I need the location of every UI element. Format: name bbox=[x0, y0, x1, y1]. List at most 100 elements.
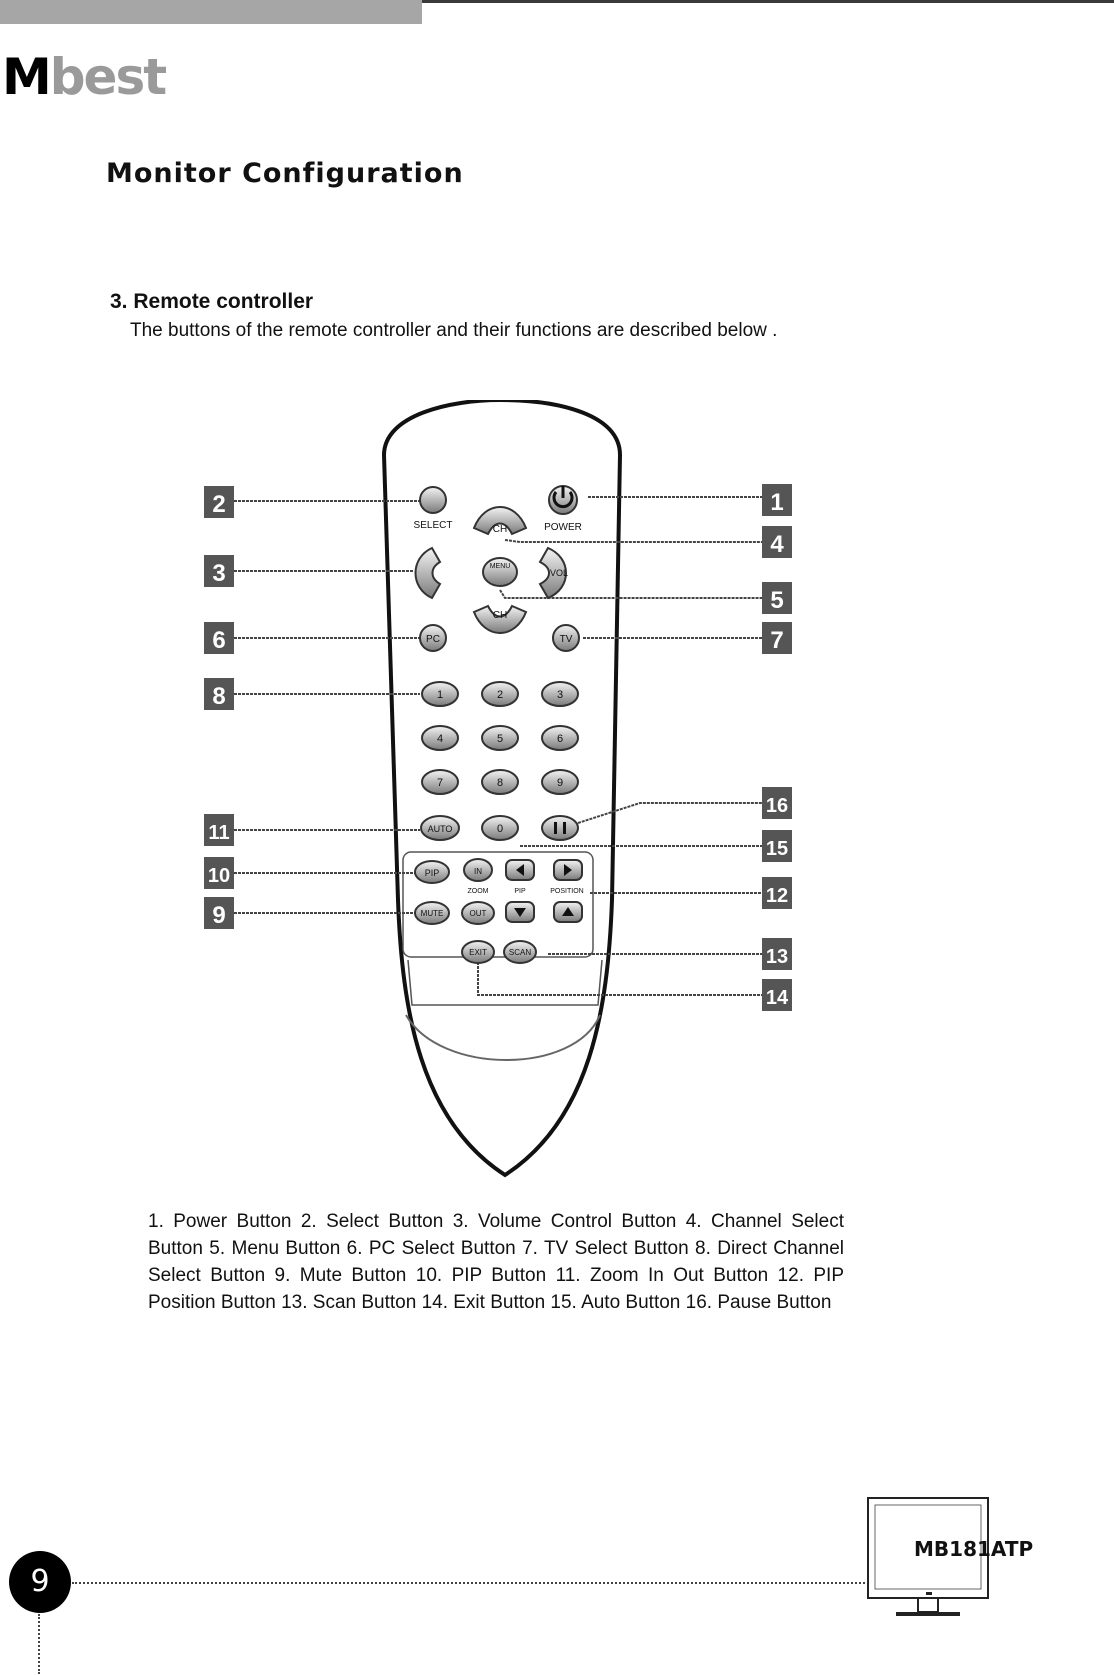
svg-text:4: 4 bbox=[437, 733, 443, 745]
remote-inner-outline bbox=[405, 1014, 601, 1061]
svg-text:9: 9 bbox=[557, 777, 563, 789]
power-label: POWER bbox=[544, 522, 582, 533]
channel-up-button bbox=[472, 506, 528, 536]
volume-label: VOL bbox=[550, 568, 568, 578]
remote-buttons: SELECT POWER CH MENU VOL CH PC TV 1 2 3 … bbox=[414, 485, 584, 964]
position-right-button bbox=[553, 859, 583, 881]
svg-text:EXIT: EXIT bbox=[469, 948, 487, 957]
pip-sub-label: PIP bbox=[514, 888, 526, 895]
exit-button: EXIT bbox=[461, 940, 495, 964]
svg-text:10: 10 bbox=[208, 865, 230, 887]
remote-controller-diagram: 1 2 3 4 5 6 7 8 9 10 11 12 13 14 15 16 S… bbox=[204, 400, 792, 1178]
digit-6-button: 6 bbox=[541, 725, 579, 751]
pc-label: PC bbox=[426, 634, 440, 645]
channel-down-label: CH bbox=[493, 610, 507, 621]
monitor-icon bbox=[867, 1497, 989, 1616]
tv-button bbox=[552, 624, 580, 652]
volume-up-button bbox=[538, 546, 567, 600]
pause-button bbox=[541, 815, 579, 841]
header-rule bbox=[422, 0, 1114, 3]
svg-text:3: 3 bbox=[212, 560, 225, 587]
svg-text:6: 6 bbox=[212, 627, 225, 654]
svg-text:2: 2 bbox=[497, 689, 503, 701]
pause-icon bbox=[554, 822, 566, 834]
digit-8-button: 8 bbox=[481, 769, 519, 795]
svg-text:6: 6 bbox=[557, 733, 563, 745]
header-bar bbox=[0, 0, 422, 24]
callout-boxes: 1 2 3 4 5 6 7 8 9 10 11 12 13 14 15 16 bbox=[204, 484, 792, 1011]
svg-text:IN: IN bbox=[474, 867, 482, 876]
pip-panel-frame bbox=[402, 851, 594, 958]
arrow-down-icon bbox=[514, 908, 526, 917]
callout-11: 11 bbox=[204, 814, 234, 846]
callout-8: 8 bbox=[204, 678, 234, 710]
callout-14: 14 bbox=[762, 979, 792, 1011]
select-button bbox=[419, 486, 447, 514]
callout-7: 7 bbox=[762, 622, 792, 654]
position-down-button bbox=[505, 901, 535, 923]
pc-button bbox=[419, 624, 447, 652]
svg-text:OUT: OUT bbox=[470, 909, 487, 918]
digit-0-button: 0 bbox=[481, 815, 519, 841]
svg-text:12: 12 bbox=[766, 885, 788, 907]
zoom-out-button: OUT bbox=[461, 901, 495, 925]
position-left-button bbox=[505, 859, 535, 881]
footer-dotted-line-vertical bbox=[38, 1614, 40, 1674]
page-title: Monitor Configuration bbox=[106, 158, 464, 189]
channel-down-button bbox=[472, 604, 528, 634]
section-heading: 3. Remote controller bbox=[110, 290, 314, 313]
auto-button: AUTO bbox=[420, 815, 460, 841]
svg-text:16: 16 bbox=[766, 795, 788, 817]
channel-up-label: CH bbox=[493, 524, 507, 535]
model-name: MB181ATP bbox=[914, 1537, 1034, 1561]
callout-9: 9 bbox=[204, 897, 234, 929]
callout-13: 13 bbox=[762, 938, 792, 970]
svg-text:14: 14 bbox=[766, 987, 789, 1009]
svg-text:5: 5 bbox=[770, 587, 783, 614]
volume-down-button bbox=[414, 546, 442, 600]
callout-10: 10 bbox=[204, 857, 234, 889]
svg-text:9: 9 bbox=[212, 902, 225, 929]
select-label: SELECT bbox=[414, 520, 453, 531]
arrow-left-icon bbox=[516, 864, 524, 876]
svg-text:4: 4 bbox=[770, 531, 784, 558]
remote-bottom-panel bbox=[407, 959, 603, 1006]
callout-1: 1 bbox=[762, 484, 792, 516]
mute-button: MUTE bbox=[414, 901, 450, 925]
digit-5-button: 5 bbox=[481, 725, 519, 751]
callout-3: 3 bbox=[204, 555, 234, 587]
zoom-label: ZOOM bbox=[468, 888, 489, 895]
position-up-button bbox=[553, 901, 583, 923]
digit-9-button: 9 bbox=[541, 769, 579, 795]
menu-button bbox=[482, 557, 518, 587]
svg-text:8: 8 bbox=[497, 777, 503, 789]
svg-text:1: 1 bbox=[770, 489, 783, 516]
svg-text:0: 0 bbox=[497, 823, 503, 835]
svg-text:2: 2 bbox=[212, 491, 225, 518]
callout-12: 12 bbox=[762, 877, 792, 909]
svg-text:7: 7 bbox=[770, 627, 783, 654]
svg-text:3: 3 bbox=[557, 689, 563, 701]
page-number: 9 bbox=[9, 1551, 71, 1613]
position-label: POSITION bbox=[550, 888, 583, 895]
arrow-right-icon bbox=[564, 864, 572, 876]
scan-button: SCAN bbox=[503, 940, 537, 964]
tv-label: TV bbox=[560, 634, 573, 645]
svg-text:1: 1 bbox=[437, 689, 443, 701]
arrow-up-icon bbox=[562, 907, 574, 916]
svg-text:AUTO: AUTO bbox=[428, 824, 453, 834]
svg-text:8: 8 bbox=[212, 683, 225, 710]
svg-text:PIP: PIP bbox=[425, 868, 440, 878]
digit-2-button: 2 bbox=[481, 681, 519, 707]
digit-7-button: 7 bbox=[421, 769, 459, 795]
digit-1-button: 1 bbox=[421, 681, 459, 707]
callout-6: 6 bbox=[204, 622, 234, 654]
button-function-list: 1. Power Button 2. Select Button 3. Volu… bbox=[148, 1211, 844, 1313]
svg-text:5: 5 bbox=[497, 733, 503, 745]
digit-4-button: 4 bbox=[421, 725, 459, 751]
svg-text:13: 13 bbox=[766, 946, 788, 968]
svg-text:11: 11 bbox=[208, 822, 229, 844]
callout-15: 15 bbox=[762, 830, 792, 862]
power-icon bbox=[548, 485, 578, 515]
callout-4: 4 bbox=[762, 526, 792, 558]
